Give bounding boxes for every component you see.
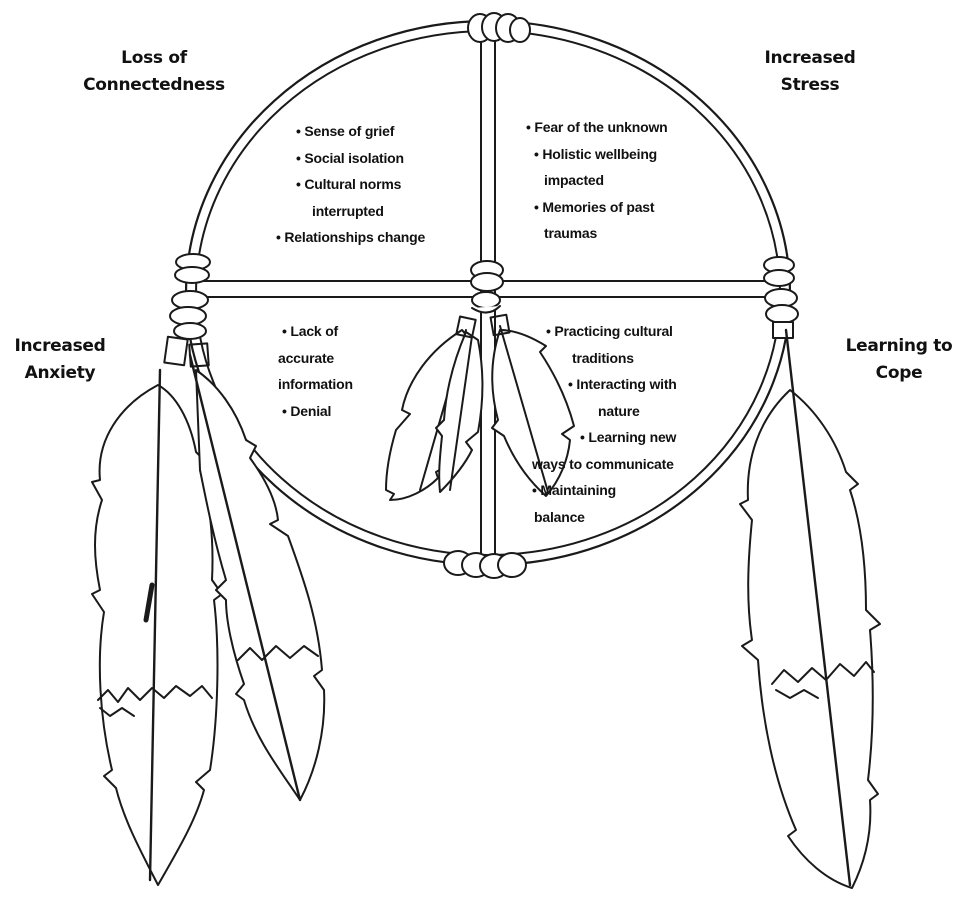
list-item: • Fear of the unknown bbox=[526, 114, 667, 141]
list-item: • Practicing cultural bbox=[546, 318, 677, 345]
center-binding bbox=[471, 261, 503, 313]
list-item: traditions bbox=[572, 345, 677, 372]
right-binding bbox=[764, 257, 798, 338]
list-item: • Learning new bbox=[580, 424, 677, 451]
list-item: interrupted bbox=[312, 198, 425, 225]
bottom-binding bbox=[444, 551, 526, 578]
list-item: information bbox=[278, 371, 353, 398]
list-item: • Lack of bbox=[282, 318, 353, 345]
list-item: • Social isolation bbox=[296, 145, 425, 172]
list-item: • Memories of past bbox=[534, 194, 667, 221]
list-item: ways to communicate bbox=[532, 451, 677, 478]
list-item: • Sense of grief bbox=[296, 118, 425, 145]
list-item: • Relationships change bbox=[276, 224, 425, 251]
list-item: impacted bbox=[544, 167, 667, 194]
list-item: • Holistic wellbeing bbox=[534, 141, 667, 168]
quadrant-bottom-left-list: • Lack of accurate information • Denial bbox=[270, 318, 353, 424]
list-item: balance bbox=[534, 504, 677, 531]
quadrant-bottom-right-list: • Practicing cultural traditions • Inter… bbox=[532, 318, 677, 530]
list-item: traumas bbox=[544, 220, 667, 247]
list-item: • Maintaining bbox=[532, 477, 677, 504]
list-item: • Interacting with bbox=[568, 371, 677, 398]
quadrant-top-left-list: • Sense of grief • Social isolation • Cu… bbox=[274, 118, 425, 251]
right-feather bbox=[740, 330, 880, 888]
quadrant-top-right-list: • Fear of the unknown • Holistic wellbei… bbox=[526, 114, 667, 247]
top-binding bbox=[468, 13, 530, 42]
list-item: accurate bbox=[278, 345, 353, 372]
list-item: • Denial bbox=[282, 398, 353, 425]
list-item: • Cultural norms bbox=[296, 171, 425, 198]
left-binding bbox=[170, 254, 210, 339]
list-item: nature bbox=[598, 398, 677, 425]
